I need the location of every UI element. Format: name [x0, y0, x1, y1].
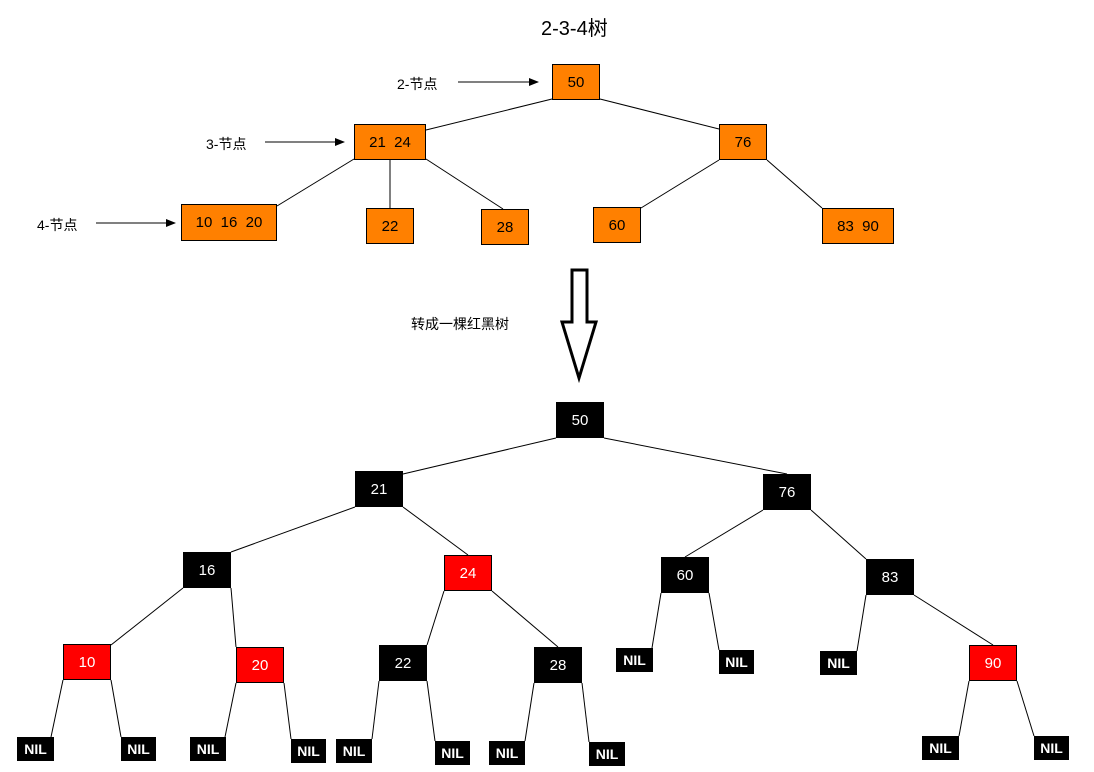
nil-leaf: NIL [435, 741, 470, 765]
rb-node-90: 90 [969, 645, 1017, 681]
rb-node-28: 28 [534, 647, 582, 683]
rb-edge [581, 682, 590, 743]
nil-leaf: NIL [820, 651, 857, 675]
rb-edge [371, 680, 380, 740]
rb-node-21: 21 [355, 471, 403, 507]
tree234-edge [766, 159, 823, 209]
label-three-node: 3-节点 [206, 136, 247, 152]
rb-node-20: 20 [236, 647, 284, 683]
rb-node-22: 22 [379, 645, 427, 681]
rb-node-10: 10 [63, 644, 111, 680]
tree234-node-76: 76 [719, 124, 767, 160]
rb-edge [856, 594, 867, 652]
tree234-node-10-16-20: 10 16 20 [181, 204, 277, 241]
rb-edge [603, 437, 788, 475]
label-convert: 转成一棵红黑树 [411, 316, 509, 332]
label-two-node: 2-节点 [397, 76, 438, 92]
rb-edge [230, 506, 356, 553]
rb-edge [491, 590, 559, 648]
tree234-edge [640, 159, 720, 209]
tree234-root-node: 50 [552, 64, 600, 100]
nil-leaf: NIL [719, 650, 754, 674]
rb-node-50: 50 [556, 402, 604, 438]
rb-edge [684, 509, 764, 558]
nil-leaf: NIL [336, 739, 372, 763]
rb-edge [708, 592, 720, 651]
rb-edge [810, 509, 867, 560]
rb-edge [426, 680, 436, 742]
rb-edge [426, 590, 445, 646]
rb-edge [913, 594, 994, 646]
nil-leaf: NIL [1034, 736, 1069, 760]
tree234-node-22: 22 [366, 208, 414, 244]
rb-edge [110, 679, 122, 738]
nil-leaf: NIL [17, 737, 54, 761]
rb-edge [110, 587, 184, 646]
nil-leaf: NIL [121, 737, 156, 761]
nil-leaf: NIL [922, 736, 959, 760]
rb-node-60: 60 [661, 557, 709, 593]
rb-edge [958, 680, 970, 737]
rb-edge [50, 679, 64, 738]
label-four-node: 4-节点 [37, 217, 78, 233]
rb-node-83: 83 [866, 559, 914, 595]
rb-edge [402, 506, 469, 556]
nil-leaf: NIL [589, 742, 625, 766]
diagram-title: 2-3-4树 [541, 18, 608, 40]
tree234-node-60: 60 [593, 207, 641, 243]
convert-arrow-icon [559, 268, 599, 384]
tree234-node-83-90: 83 90 [822, 208, 894, 244]
tree234-node-28: 28 [481, 209, 529, 245]
rb-edge [1016, 680, 1035, 737]
tree234-edge [599, 98, 720, 130]
rb-node-76: 76 [763, 474, 811, 510]
tree234-edge [276, 158, 355, 207]
nil-leaf: NIL [291, 739, 326, 763]
nil-leaf: NIL [616, 648, 653, 672]
rb-edge [230, 587, 237, 648]
rb-edge [402, 437, 557, 475]
tree234-edge [425, 158, 504, 210]
nil-leaf: NIL [489, 741, 525, 765]
nil-leaf: NIL [190, 737, 226, 761]
tree234-edge [425, 98, 553, 131]
tree234-node-21-24: 21 24 [354, 124, 426, 160]
rb-edge [524, 682, 535, 742]
rb-node-16: 16 [183, 552, 231, 588]
rb-edge [651, 592, 662, 649]
rb-edge [283, 682, 292, 740]
rb-edge [224, 682, 237, 738]
rb-node-24: 24 [444, 555, 492, 591]
